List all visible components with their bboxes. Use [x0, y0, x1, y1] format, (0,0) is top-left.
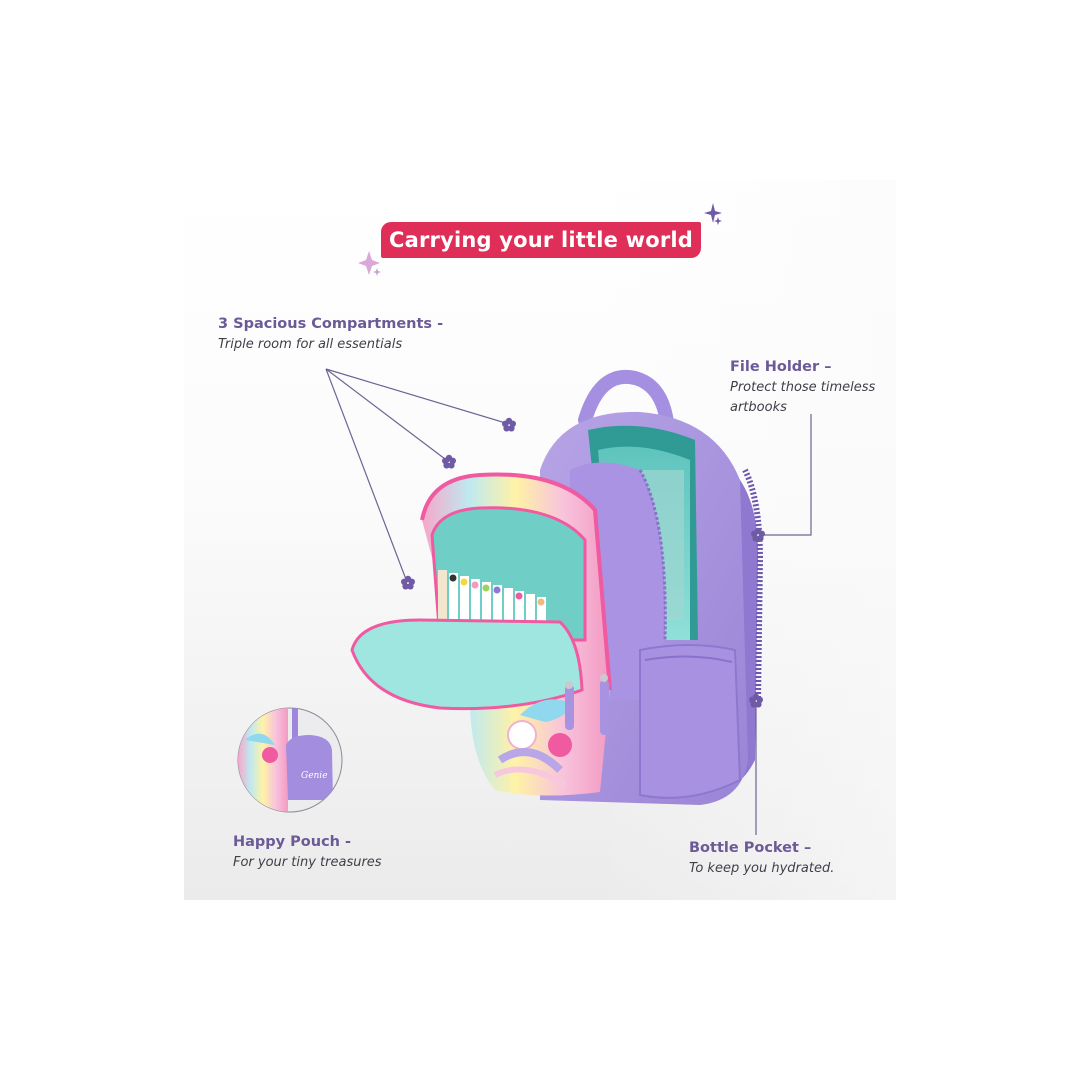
callout-compartments-title: 3 Spacious Compartments - [218, 316, 444, 332]
unicorn-artwork [493, 699, 575, 788]
callout-bottle-pocket-title: Bottle Pocket – [689, 840, 812, 856]
flower-icon [401, 575, 415, 590]
sparkle-icon [704, 203, 722, 225]
callout-bottle-pocket-subtitle: To keep you hydrated. [689, 861, 835, 876]
sparkle-icon [373, 268, 381, 276]
callout-lines [325, 368, 812, 835]
callout-happy-pouch-subtitle: For your tiny treasures [233, 855, 382, 870]
flower-icon [502, 417, 516, 432]
banner-title: Carrying your little world [381, 222, 701, 258]
callout-compartments-subtitle: Triple room for all essentials [218, 337, 403, 352]
callout-file-holder-subtitle-line1: Protect those timeless [730, 380, 876, 395]
sparkle-icon [358, 251, 380, 275]
callout-file-holder-subtitle-line2: artbooks [730, 400, 787, 415]
callout-happy-pouch-title: Happy Pouch - [233, 834, 352, 850]
pouch-brand-text: Genie [301, 771, 328, 781]
pouch-inset: Genie [237, 707, 343, 813]
callout-file-holder-title: File Holder – [730, 359, 832, 375]
